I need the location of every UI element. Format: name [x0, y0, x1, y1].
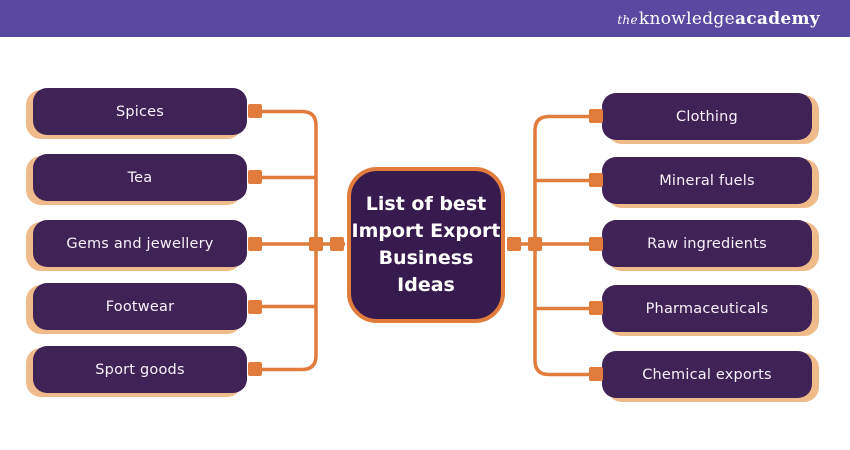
left-node-tea: Tea [33, 154, 247, 201]
center-title-line-3: Business [378, 247, 474, 269]
connector-squares-left [248, 104, 344, 376]
brand-header-bar: theknowledgeacademy [0, 0, 850, 37]
right-node-raw-ingredients-label: Raw ingredients [647, 235, 767, 252]
right-node-pharmaceuticals: Pharmaceuticals [602, 285, 812, 332]
logo-the: the [617, 12, 638, 27]
center-title-line-4: Ideas [397, 273, 455, 296]
right-node-mineral-fuels: Mineral fuels [602, 157, 812, 204]
left-node-sport-goods-label: Sport goods [95, 361, 185, 378]
left-node-gems-and-jewellery-label: Gems and jewellery [66, 235, 214, 252]
right-node-chemical-exports: Chemical exports [602, 351, 812, 398]
logo-academy: academy [734, 8, 820, 29]
connector-lines-right [507, 114, 596, 377]
right-node-clothing-label: Clothing [676, 108, 738, 125]
center-title-line-2: Import Export [351, 220, 501, 243]
center-node-title: List of best Import Export Business Idea… [347, 167, 505, 323]
right-node-chemical-exports-label: Chemical exports [642, 366, 772, 383]
left-node-gems-and-jewellery: Gems and jewellery [33, 220, 247, 267]
center-title-line-1: List of best [365, 193, 487, 216]
connector-lines-left [255, 109, 345, 372]
right-node-mineral-fuels-label: Mineral fuels [659, 172, 755, 189]
right-node-clothing: Clothing [602, 93, 812, 140]
left-node-footwear: Footwear [33, 283, 247, 330]
left-node-spices-label: Spices [115, 103, 165, 120]
connector-squares-right [507, 109, 603, 381]
left-node-footwear-label: Footwear [105, 298, 175, 315]
left-node-spices: Spices [33, 88, 247, 135]
right-node-raw-ingredients: Raw ingredients [602, 220, 812, 267]
knowledge-academy-logo: theknowledgeacademy [617, 9, 820, 29]
left-node-sport-goods: Sport goods [33, 346, 247, 393]
left-node-tea-label: Tea [127, 169, 153, 186]
logo-knowledge: knowledge [638, 8, 735, 29]
right-node-pharmaceuticals-label: Pharmaceuticals [645, 300, 769, 317]
